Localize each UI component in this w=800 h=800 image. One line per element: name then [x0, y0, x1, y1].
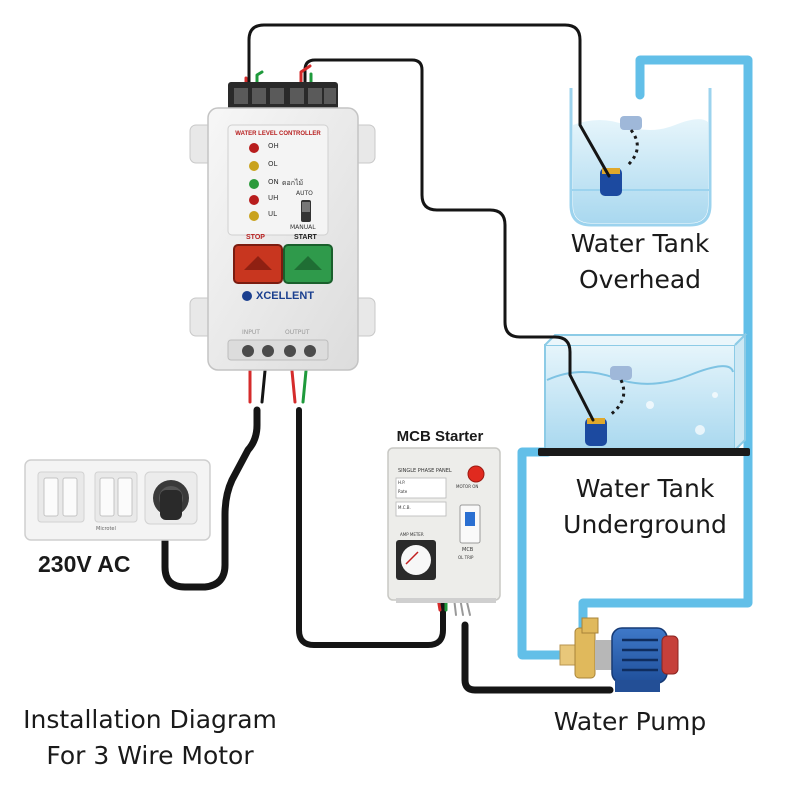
stop-label: STOP: [246, 234, 265, 241]
switchboard-brand: Microtel: [96, 526, 116, 532]
label-water-pump: Water Pump: [553, 707, 707, 736]
switch-label-manual: MANUAL: [290, 224, 316, 231]
overhead-float-lower: [600, 168, 622, 196]
cable-mcb-to-pump: [461, 621, 614, 694]
input-label: INPUT: [242, 329, 260, 336]
label-230v-ac: 230V AC: [38, 551, 131, 577]
led-label-uh: UH: [268, 194, 279, 202]
controller-title: WATER LEVEL CONTROLLER: [235, 131, 321, 137]
mcb-motor-on: MOTOR ON: [456, 484, 479, 489]
led-label-ol: OL: [268, 160, 278, 168]
mcb-panel-header: SINGLE PHASE PANEL: [398, 468, 452, 474]
wire-controller-to-underground: [303, 58, 595, 422]
pipe-pump-to-overhead: [578, 55, 753, 640]
water-pipes: [517, 55, 753, 660]
mcb-label: MCB: [462, 547, 474, 553]
mcb-row-hp: H.P.: [398, 480, 406, 485]
output-label: OUTPUT: [285, 329, 310, 336]
pump-motor-body: [611, 627, 668, 684]
overhead-tank: [569, 88, 712, 227]
water-pump: [559, 617, 679, 692]
led-oh: [249, 143, 259, 153]
led-on: [249, 179, 259, 189]
led-label-on-suffix: ดอกไม้: [282, 179, 304, 187]
underground-float-upper: [610, 366, 632, 380]
label-overhead-tank-line1: Water Tank: [570, 229, 710, 258]
plug-icon: [160, 490, 182, 520]
label-underground-tank-line1: Water Tank: [575, 474, 715, 503]
cable-input: [161, 406, 261, 591]
mcb-row-rate: Rate: [398, 489, 408, 494]
pipe-underground-to-pump: [517, 447, 585, 660]
wire-controller-to-overhead: [247, 23, 611, 178]
mcb-starter: [387, 447, 501, 603]
wall-switchboard: [24, 459, 211, 541]
start-label: START: [294, 234, 317, 241]
brand-logo-icon: [242, 291, 252, 301]
mcb-row-mcb: M.C.B.: [398, 505, 411, 510]
switch-3: [99, 477, 115, 517]
motor-on-lamp: [467, 465, 485, 483]
brand-name: XCELLENT: [256, 290, 315, 302]
underground-float-lower: [585, 418, 607, 446]
switch-2: [62, 477, 78, 517]
switch-1: [43, 477, 59, 517]
water-level-controller: [189, 82, 376, 371]
led-ol: [249, 161, 259, 171]
mcb-ol-trip: OL TRIP: [458, 555, 474, 560]
led-label-ul: UL: [268, 210, 278, 218]
led-label-oh: OH: [268, 142, 279, 150]
led-uh: [249, 195, 259, 205]
label-overhead-tank-line2: Overhead: [578, 265, 702, 294]
led-ul: [249, 211, 259, 221]
caption-line2: For 3 Wire Motor: [46, 741, 254, 770]
label-underground-tank-line2: Underground: [563, 510, 727, 539]
overhead-float-upper: [620, 116, 642, 130]
overhead-tank-water: [573, 119, 708, 223]
mcb-amp-meter-label: AMP METER: [400, 532, 424, 537]
label-mcb-starter: MCB Starter: [396, 428, 484, 445]
switch-4: [117, 477, 133, 517]
caption-line1: Installation Diagram: [23, 705, 277, 734]
switch-label-auto: AUTO: [296, 190, 313, 197]
led-label-on: ON: [268, 178, 279, 186]
underground-tank: [538, 332, 750, 456]
cable-output: [296, 407, 446, 648]
